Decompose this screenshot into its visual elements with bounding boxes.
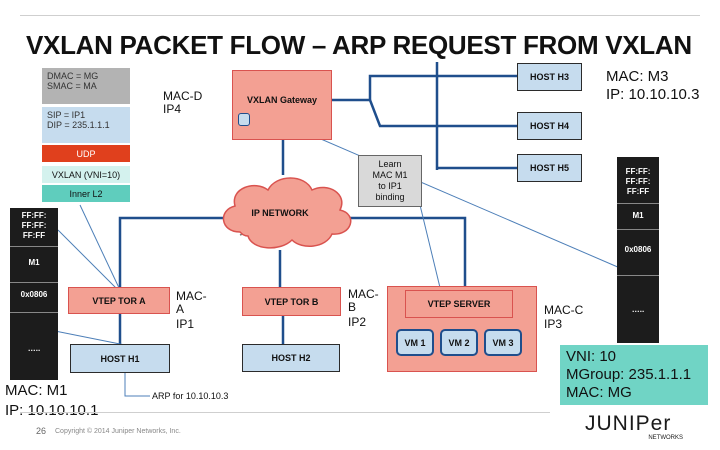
host-h5[interactable]: HOST H5 (517, 154, 582, 182)
host-h1[interactable]: HOST H1 (70, 344, 170, 373)
vni-info-box: VNI: 10 MGroup: 235.1.1.1 MAC: MG (560, 345, 708, 405)
host-h3-ip: IP: 10.10.10.3 (606, 86, 700, 103)
left-frame-ethertype: 0x0806 (20, 290, 48, 299)
host-h4[interactable]: HOST H4 (517, 112, 582, 140)
vxlan-gateway-label: VXLAN Gateway (246, 95, 318, 105)
gateway-mac: MAC-D (163, 89, 203, 103)
footer-rule (20, 412, 550, 413)
vtep-a-mac: MAC- A (176, 289, 207, 316)
pointer-h1-frame (49, 329, 126, 346)
gateway-port-icon (238, 113, 250, 126)
host-h2[interactable]: HOST H2 (242, 344, 340, 372)
header-outer-mac: DMAC = MG SMAC = MA (42, 68, 130, 104)
vtep-tor-b[interactable]: VTEP TOR B (242, 287, 341, 316)
wire-bus-h4 (368, 99, 517, 128)
mgroup-value: MGroup: 235.1.1.1 (566, 366, 692, 383)
vtep-server: VTEP SERVER (405, 290, 513, 318)
host-h3[interactable]: HOST H3 (517, 63, 582, 91)
mg-mac-value: MAC: MG (566, 384, 632, 401)
right-frame-payload: ….. (631, 305, 645, 314)
vtep-b-mac: MAC- B (348, 287, 379, 314)
header-vxlan: VXLAN (VNI=10) (42, 166, 130, 183)
pointer-left-frame (57, 229, 119, 291)
gateway-ip: IP4 (163, 102, 182, 116)
header-outer-ip: SIP = IP1 DIP = 235.1.1.1 (42, 107, 130, 143)
page-number: 26 (36, 426, 47, 436)
wire-cloud-vtepa (118, 216, 232, 288)
vtep-server-mac: MAC-C (544, 303, 584, 317)
juniper-logo-sub: NETWORKS (648, 435, 683, 441)
left-ethernet-frame: FF:FF: FF:FF: FF:FF M1 0x0806 ….. (10, 208, 58, 380)
juniper-logo-word: JUNIPer (585, 412, 672, 435)
top-rule (20, 15, 700, 16)
ip-network-label: IP NETWORK (251, 208, 309, 218)
left-frame-smac: M1 (28, 258, 40, 267)
vni-value: VNI: 10 (566, 348, 617, 365)
vm-1[interactable]: VM 1 (396, 329, 434, 356)
pointer-learn (419, 204, 444, 301)
header-udp: UDP (42, 145, 130, 162)
host-h3-mac: MAC: M3 (606, 68, 669, 85)
juniper-logo: JUNIPer NETWORKS (585, 413, 697, 445)
vtep-tor-a[interactable]: VTEP TOR A (68, 287, 170, 314)
right-frame-dmac: FF:FF: FF:FF: FF:FF (625, 167, 651, 196)
right-frame-smac: M1 (632, 211, 644, 220)
vtep-b-ip: IP2 (348, 315, 367, 329)
arp-request-label: ARP for 10.10.10.3 (152, 391, 229, 401)
left-frame-dmac: FF:FF: FF:FF: FF:FF (21, 211, 47, 240)
page-title: VXLAN PACKET FLOW – ARP REQUEST FROM VXL… (26, 30, 692, 60)
learn-binding-note: Learn MAC M1 to IP1 binding (358, 155, 422, 207)
header-inner-l2: Inner L2 (42, 185, 130, 202)
host-h1-ip: IP: 10.10.10.1 (5, 402, 99, 419)
copyright-text: Copyright © 2014 Juniper Networks, Inc. (55, 428, 181, 435)
vm-2[interactable]: VM 2 (440, 329, 478, 356)
pointer-inner-l2 (79, 204, 121, 291)
ip-network-cloud: IP NETWORK (222, 177, 352, 249)
wire-bus-h3 (368, 74, 517, 100)
vtep-server-ip: IP3 (544, 317, 563, 331)
right-frame-ethertype: 0x0806 (624, 245, 652, 254)
wire-cloud-vtepserver (330, 216, 467, 288)
left-frame-payload: ….. (27, 344, 41, 353)
vtep-server-chassis[interactable]: VTEP SERVER VM 1 VM 2 VM 3 (387, 286, 537, 372)
pointer-gateway (299, 129, 621, 269)
host-h1-mac: MAC: M1 (5, 382, 68, 399)
right-ethernet-frame: FF:FF: FF:FF: FF:FF M1 0x0806 ….. (617, 157, 659, 343)
vxlan-gateway[interactable]: VXLAN Gateway (232, 70, 332, 140)
vm-3[interactable]: VM 3 (484, 329, 522, 356)
pointer-arp (124, 370, 150, 397)
vtep-a-ip: IP1 (176, 317, 195, 331)
